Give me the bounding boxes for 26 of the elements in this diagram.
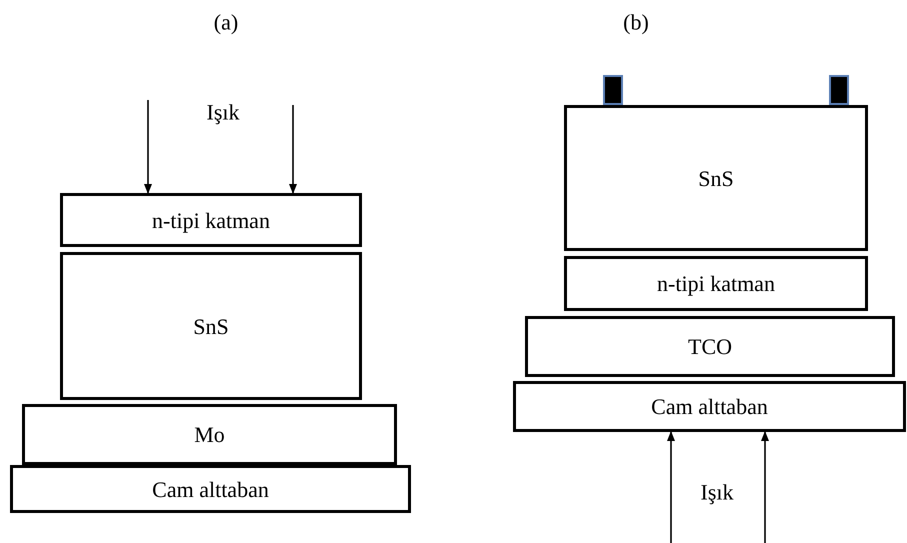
layer-box xyxy=(10,465,411,513)
contact-block xyxy=(829,75,849,105)
layer-box xyxy=(564,105,868,251)
contact-block xyxy=(603,75,623,105)
panel-label: (b) xyxy=(623,8,649,36)
layer-label: SnS xyxy=(698,164,734,192)
layer-box xyxy=(60,193,362,247)
light-label: Işık xyxy=(700,478,734,506)
layer-label: Mo xyxy=(194,421,225,449)
arrow xyxy=(144,100,152,194)
layer-label: TCO xyxy=(688,333,732,361)
layer-label: n-tipi katman xyxy=(657,270,775,298)
layer-box xyxy=(60,252,362,400)
arrow xyxy=(289,105,297,194)
layer-box xyxy=(22,404,397,465)
layer-label: Cam alttaban xyxy=(152,476,269,504)
arrow xyxy=(761,431,769,543)
layer-label: n-tipi katman xyxy=(152,206,270,235)
panel-label: (a) xyxy=(214,8,238,36)
light-label: Işık xyxy=(206,98,240,126)
arrow xyxy=(667,431,675,543)
layer-box xyxy=(564,256,868,311)
layer-label: SnS xyxy=(193,312,229,340)
layer-box xyxy=(525,316,895,377)
layer-label: Cam alttaban xyxy=(651,393,768,421)
layer-box xyxy=(513,381,906,432)
